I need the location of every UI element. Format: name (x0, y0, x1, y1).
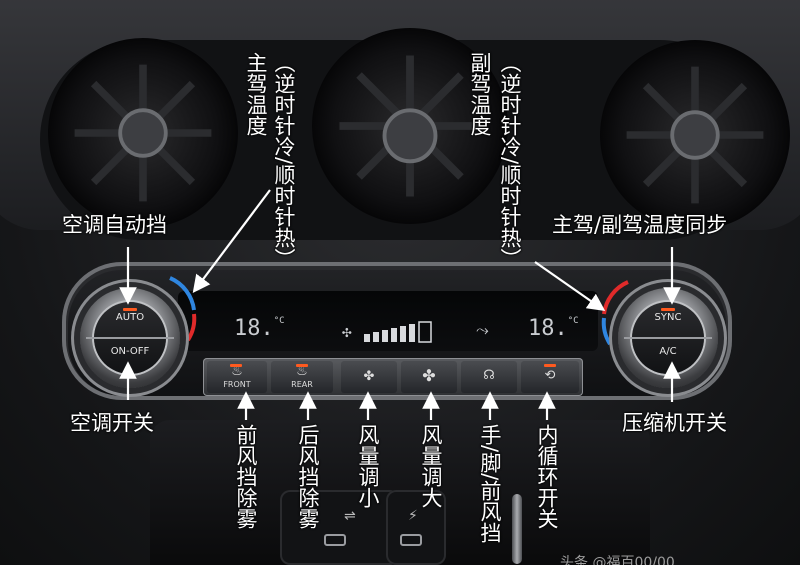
front-defrost-icon: ♨ (231, 364, 243, 379)
ac-button[interactable]: A/C (659, 346, 677, 357)
knob-divider (86, 337, 174, 339)
recirculation-label: 内循环开关 (535, 424, 559, 529)
charge-port[interactable] (400, 534, 422, 546)
left-air-vent[interactable] (48, 38, 238, 228)
passenger-temp-note-label: （逆时针冷/顺时针热） (498, 52, 522, 270)
usb-port-bay: ⇌ (280, 490, 400, 565)
center-air-vent[interactable] (312, 28, 508, 224)
compressor-label: 压缩机开关 (622, 411, 727, 435)
airflow-mode-label: 手/脚/前风挡 (478, 424, 502, 544)
charge-icon: ⚡ (408, 508, 418, 524)
knob-divider (624, 337, 712, 339)
airflow-mode-icon: ☊ (483, 368, 495, 383)
airflow-icon: ⤳ (476, 320, 489, 339)
right-temperature-display: 18.°C (528, 316, 579, 341)
console-lever[interactable] (512, 494, 522, 564)
usb-icon: ⇌ (344, 508, 356, 524)
auto-button[interactable]: AUTO (115, 312, 145, 323)
usb-port[interactable] (324, 534, 346, 546)
rear-defrost-icon: ♨ (296, 364, 308, 379)
ac-power-label: 空调开关 (70, 411, 154, 435)
front-defrost-indicator (230, 364, 242, 367)
rear-defrost-button[interactable]: ♨ REAR (271, 361, 333, 393)
rear-defrost-indicator (296, 364, 308, 367)
driver-temp-note-label: （逆时针冷/顺时针热） (272, 52, 296, 270)
passenger-temp-label: 副驾温度 (468, 52, 492, 136)
right-air-vent[interactable] (600, 40, 790, 230)
fan-small-icon: ✤ (363, 369, 375, 384)
driver-temp-label: 主驾温度 (244, 52, 268, 136)
front-defrost-label: 前风挡除雾 (234, 424, 258, 529)
rear-defrost-label: 后风挡除雾 (296, 424, 320, 529)
recirculation-icon: ⟲ (544, 368, 556, 383)
front-button-label: FRONT (223, 380, 251, 389)
fan-up-button[interactable]: ✤ (401, 361, 457, 393)
fan-up-label: 风量调大 (419, 424, 443, 508)
left-temperature-arc (169, 276, 197, 342)
fan-large-icon: ✤ (422, 366, 436, 385)
auto-mode-label: 空调自动挡 (62, 213, 167, 237)
left-temperature-display: 18.°C (234, 316, 285, 341)
watermark: 头条 @福百00/00 (560, 555, 675, 565)
sync-indicator (661, 308, 675, 311)
charge-port-bay: ⚡ (386, 490, 446, 565)
fan-level-bars (364, 321, 432, 343)
rear-button-label: REAR (291, 380, 313, 389)
sync-button[interactable]: SYNC (654, 312, 682, 323)
fan-down-button[interactable]: ✤ (341, 361, 397, 393)
fan-icon: ✣ (342, 322, 352, 341)
fan-down-label: 风量调小 (356, 424, 380, 508)
on-off-button[interactable]: ON-OFF (110, 346, 150, 357)
auto-indicator (123, 308, 137, 311)
airflow-mode-button[interactable]: ☊ (461, 361, 517, 393)
sync-label: 主驾/副驾温度同步 (552, 213, 728, 237)
recirculation-indicator (544, 364, 556, 367)
